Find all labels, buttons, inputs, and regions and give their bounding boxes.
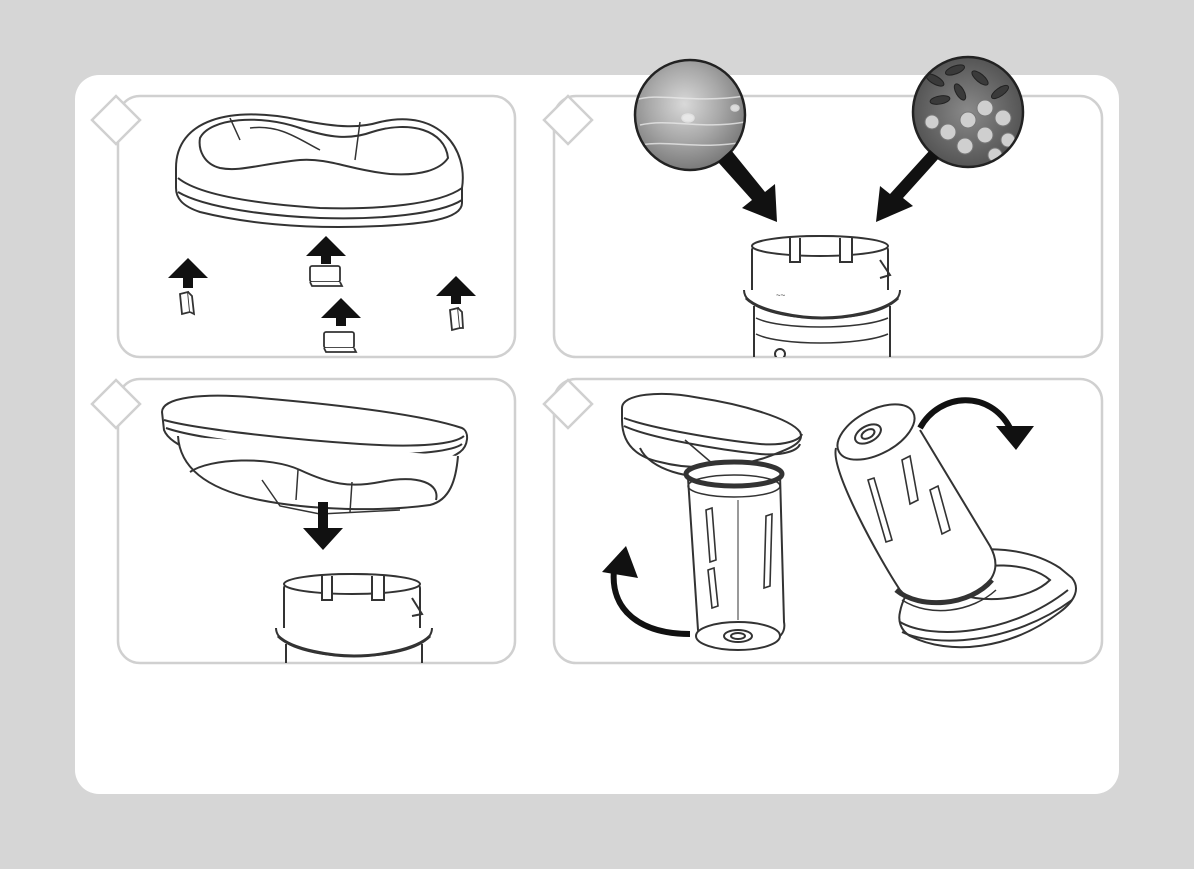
step-2-panel: ~~ <box>544 57 1102 360</box>
feeder-base-icon <box>176 114 463 227</box>
step-1-panel <box>92 96 515 357</box>
kibble-photo-icon <box>913 57 1023 167</box>
step-4-panel <box>544 379 1102 663</box>
svg-text:~~: ~~ <box>776 291 786 300</box>
step-3-panel <box>92 379 515 670</box>
